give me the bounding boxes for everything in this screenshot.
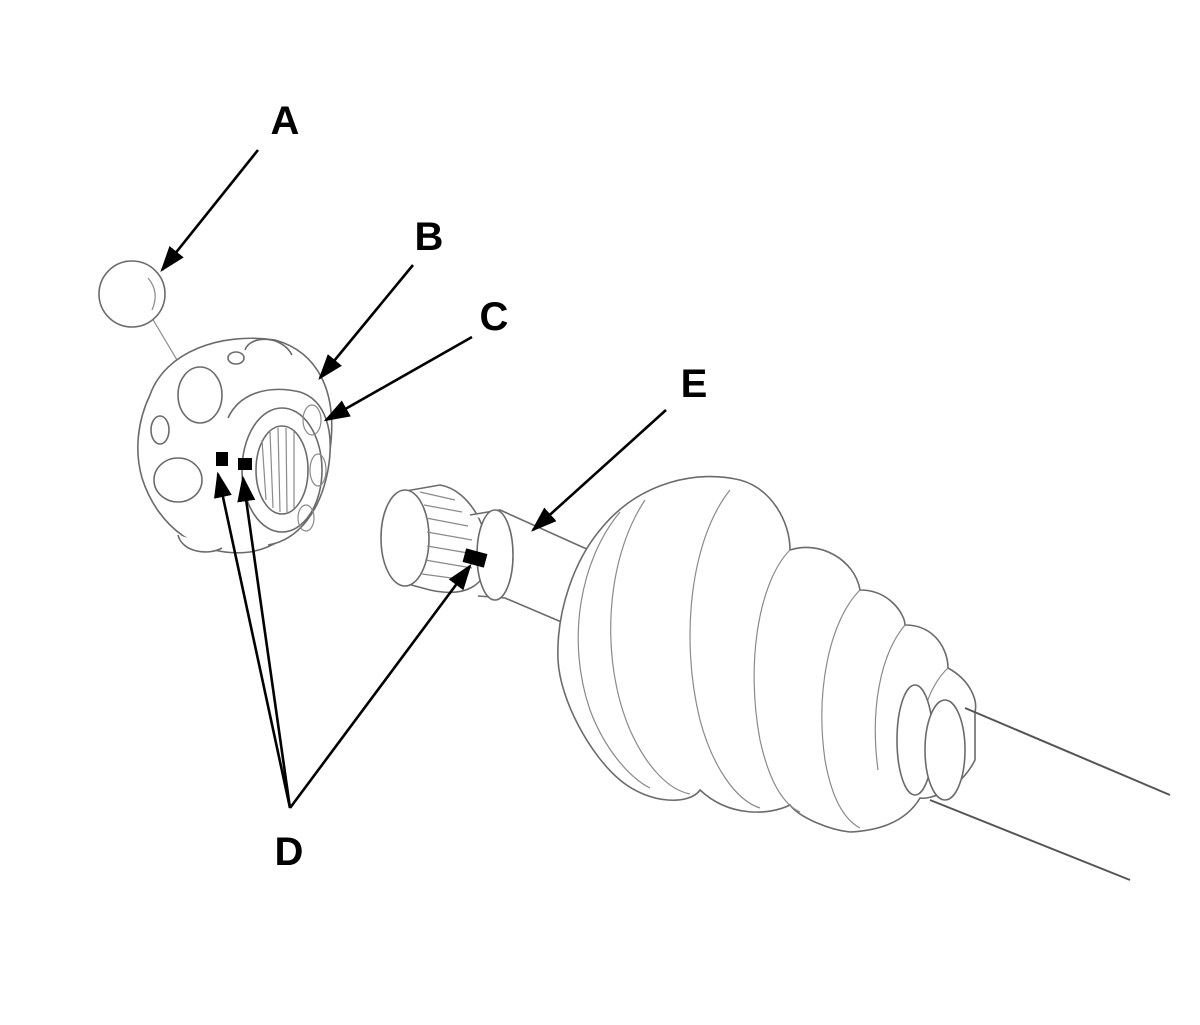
leader-d-3 (288, 563, 472, 809)
ball-cage (137, 337, 333, 554)
label-b: B (415, 215, 444, 259)
leader-b (318, 264, 415, 381)
ball-highlight (147, 277, 156, 311)
alignment-mark (216, 452, 228, 466)
race-groove (302, 404, 322, 436)
label-d: D (275, 830, 304, 874)
spline-face (380, 489, 430, 587)
axle-shaft (929, 707, 1171, 881)
boot-fold (874, 624, 906, 771)
label-a: A (271, 99, 300, 143)
alignment-mark (462, 548, 488, 568)
label-c: C (480, 295, 509, 339)
ball-guide-line (151, 317, 181, 366)
ball (98, 260, 181, 366)
leader-c (323, 335, 473, 422)
leader-d-2 (237, 475, 292, 809)
boot-clamp (924, 699, 966, 801)
cage-window (227, 351, 245, 365)
cage-window (177, 366, 223, 424)
race-groove (309, 453, 327, 487)
cv-boot (557, 475, 977, 833)
boot-fold (577, 511, 651, 789)
inner-race-bore (255, 425, 309, 515)
leader-a (160, 149, 260, 273)
cage-lug-top (244, 338, 293, 356)
boot-outline (557, 475, 977, 833)
cage-lug-bottom (177, 534, 223, 553)
ball-outline (98, 260, 166, 328)
cage-window (153, 457, 203, 503)
boot-fold (821, 589, 861, 829)
boot-fold (753, 549, 801, 813)
label-e: E (681, 362, 708, 406)
alignment-mark (238, 458, 252, 470)
boot-fold (689, 489, 761, 809)
race-groove (297, 504, 315, 532)
leader-d-1 (214, 471, 292, 809)
cage-window (150, 415, 170, 445)
leader-e (531, 409, 667, 532)
leaders (160, 149, 667, 809)
boot-fold (610, 499, 691, 795)
bore-splines (261, 427, 295, 513)
